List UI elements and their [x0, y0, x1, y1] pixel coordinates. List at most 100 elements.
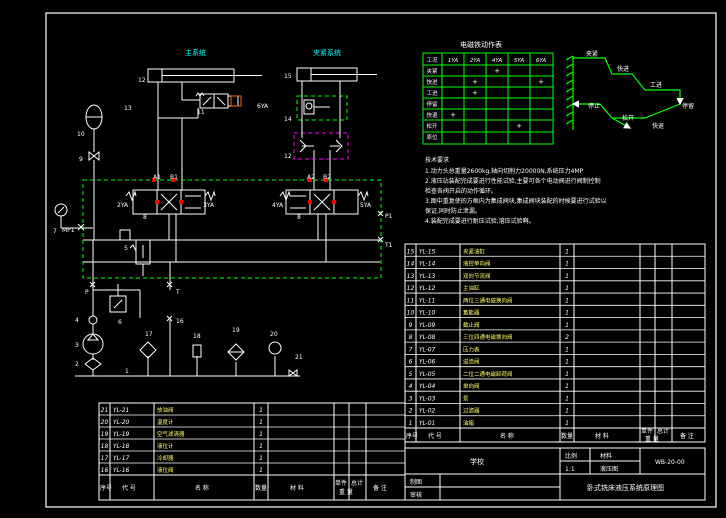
drawing-title: 卧式铣床液压系统原理图	[587, 483, 664, 492]
solenoid-table-cell: 夹紧	[426, 67, 438, 75]
label-t: T	[175, 289, 180, 296]
material-label: 材料	[600, 452, 612, 460]
cycle-label-release: 松开	[622, 114, 634, 122]
hdr-l-weight: 重 量	[339, 488, 353, 496]
solenoid-table-cell: +	[538, 78, 544, 86]
solenoid-box-6ya	[230, 95, 242, 107]
part-number: 2	[409, 408, 413, 415]
cycle-label-rapid-back: 快退	[652, 122, 664, 130]
part-number: 17	[101, 455, 109, 462]
part-number: 11	[407, 297, 415, 304]
part-code: YL-07	[419, 346, 436, 353]
scale-label: 比例	[565, 452, 577, 460]
part-code: YL-18	[113, 443, 130, 450]
part-code: YL-12	[419, 285, 436, 292]
part-qty: 1	[259, 455, 263, 462]
cycle-label-rapid-in: 快进	[617, 65, 629, 73]
part-number: 18	[101, 443, 109, 450]
cycle-diagram	[565, 55, 684, 130]
part-name: 泵	[463, 395, 469, 402]
hdr-l-code: 代 号	[122, 484, 136, 492]
label-p: P	[85, 289, 89, 296]
solenoid-table-header: 6YA	[536, 58, 546, 64]
cycle-labels: 夹紧 快进 工进 停留 快退 松开 停止	[586, 50, 694, 130]
title-block: 学校 比例 1:1 材料 液压图 WB-20-00 制图 审核 卧式铣床液压系统…	[410, 452, 685, 499]
hdr-r-weight: 重 量	[645, 435, 659, 443]
cycle-label-stop: 停止	[588, 102, 600, 110]
hdr-l-name: 名 称	[195, 484, 209, 492]
label-a1: A1	[153, 174, 161, 181]
num-10: 10	[77, 131, 85, 138]
part-name: 冷却器	[157, 454, 174, 462]
hdr-r-total: 总计	[657, 427, 669, 435]
label-b1: B1	[170, 174, 178, 181]
num-19: 19	[232, 327, 240, 334]
hdr-r-qty: 数量	[561, 432, 573, 440]
checked-label: 审核	[410, 491, 422, 499]
label-4ya: 4YA	[272, 202, 284, 209]
drawn-label: 制图	[410, 478, 422, 486]
part-code: YL-02	[419, 408, 436, 415]
parts-left-rows	[99, 414, 405, 476]
num-6: 6	[118, 319, 122, 326]
hdr-l-no: 序号	[100, 484, 112, 492]
solenoid-table-grid	[422, 52, 554, 145]
main-circuit	[54, 67, 380, 377]
part-code: YL-21	[113, 407, 129, 414]
hdr-l-total: 总计	[351, 479, 363, 487]
part-code: YL-14	[419, 261, 436, 268]
num-18: 18	[193, 333, 201, 340]
part-qty: 2	[565, 334, 569, 341]
part-number: 7	[409, 346, 413, 353]
part-qty: 1	[259, 431, 263, 438]
solenoid-table-cell: +	[472, 89, 478, 97]
part-qty: 1	[565, 297, 569, 304]
label-mp1: MP1	[62, 227, 75, 234]
part-name: 放油阀	[157, 406, 174, 414]
tech-line-1: 1.动力头总重量2600kg,轴向切削力20000N,系统压力4MP	[425, 167, 584, 175]
part-code: YL-13	[419, 273, 436, 280]
solenoid-table-cell: 快进	[426, 78, 438, 86]
tech-heading: 技术要求	[425, 156, 449, 164]
part-number: 21	[101, 407, 109, 414]
title-block-grid	[404, 447, 706, 501]
tech-line-2: 2.液压站装配完成要进行性能试验,主要可各个电动阀进行阀制控制	[425, 177, 601, 185]
part-name: 压力表	[463, 345, 480, 353]
part-qty: 1	[565, 285, 569, 292]
num-15: 15	[284, 73, 292, 80]
port-markers	[77, 210, 384, 322]
part-number: 14	[407, 261, 415, 268]
part-qty: 1	[565, 310, 569, 317]
part-code: YL-08	[419, 334, 436, 341]
part-code: YL-09	[419, 322, 436, 329]
hdr-r-remark: 备 注	[680, 432, 694, 440]
part-number: 10	[407, 310, 415, 317]
label-p1: P1	[385, 213, 393, 220]
drawing-border	[45, 12, 717, 508]
drawing-text: 主系统 夹紧系统 电磁铁动作表 6YA 2YA 3YA 4YA 5YA A1 B…	[53, 40, 502, 375]
parts-header-right: 序号 代 号 名 称 数量 材 料 单件 总计 重 量 备 注	[406, 427, 694, 443]
part-qty: 1	[565, 346, 569, 353]
cycle-label-work-feed: 工进	[650, 81, 662, 89]
cycle-label-dwell: 停留	[682, 102, 694, 110]
num-20: 20	[270, 331, 278, 338]
hdr-r-name: 名 称	[500, 432, 514, 440]
part-qty: 1	[565, 383, 569, 390]
part-number: 15	[407, 248, 415, 255]
num-9: 9	[79, 156, 83, 163]
label-b2: B2	[323, 174, 331, 181]
part-name: 单向阀	[463, 382, 480, 390]
part-code: YL-16	[113, 467, 130, 474]
num-8b: 8	[297, 214, 301, 221]
solenoid-table-cell: 工进	[426, 89, 438, 97]
part-name: 夹紧油缸	[463, 247, 486, 255]
part-name: 截止阀	[463, 321, 480, 329]
part-qty: 1	[565, 248, 569, 255]
part-qty: 1	[565, 359, 569, 366]
part-name: 油箱	[463, 419, 475, 427]
hdr-l-single: 单件	[335, 479, 347, 487]
num-5: 5	[124, 245, 128, 252]
